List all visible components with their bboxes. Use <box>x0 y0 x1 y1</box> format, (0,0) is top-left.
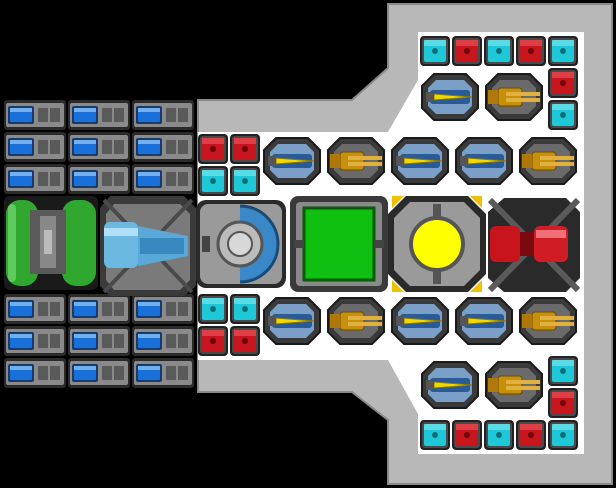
cannon-module[interactable] <box>487 197 581 293</box>
turret-row-lower[interactable] <box>263 297 577 345</box>
cargo-module[interactable] <box>290 196 388 292</box>
bridge-module[interactable] <box>196 200 286 288</box>
battery-bank-top[interactable] <box>4 100 194 194</box>
battery-bank-bottom[interactable] <box>4 294 194 388</box>
reactor-module[interactable] <box>388 196 486 292</box>
engine-module[interactable] <box>100 196 196 296</box>
turret-row-upper[interactable] <box>263 137 577 185</box>
thruster-module[interactable] <box>4 196 98 290</box>
